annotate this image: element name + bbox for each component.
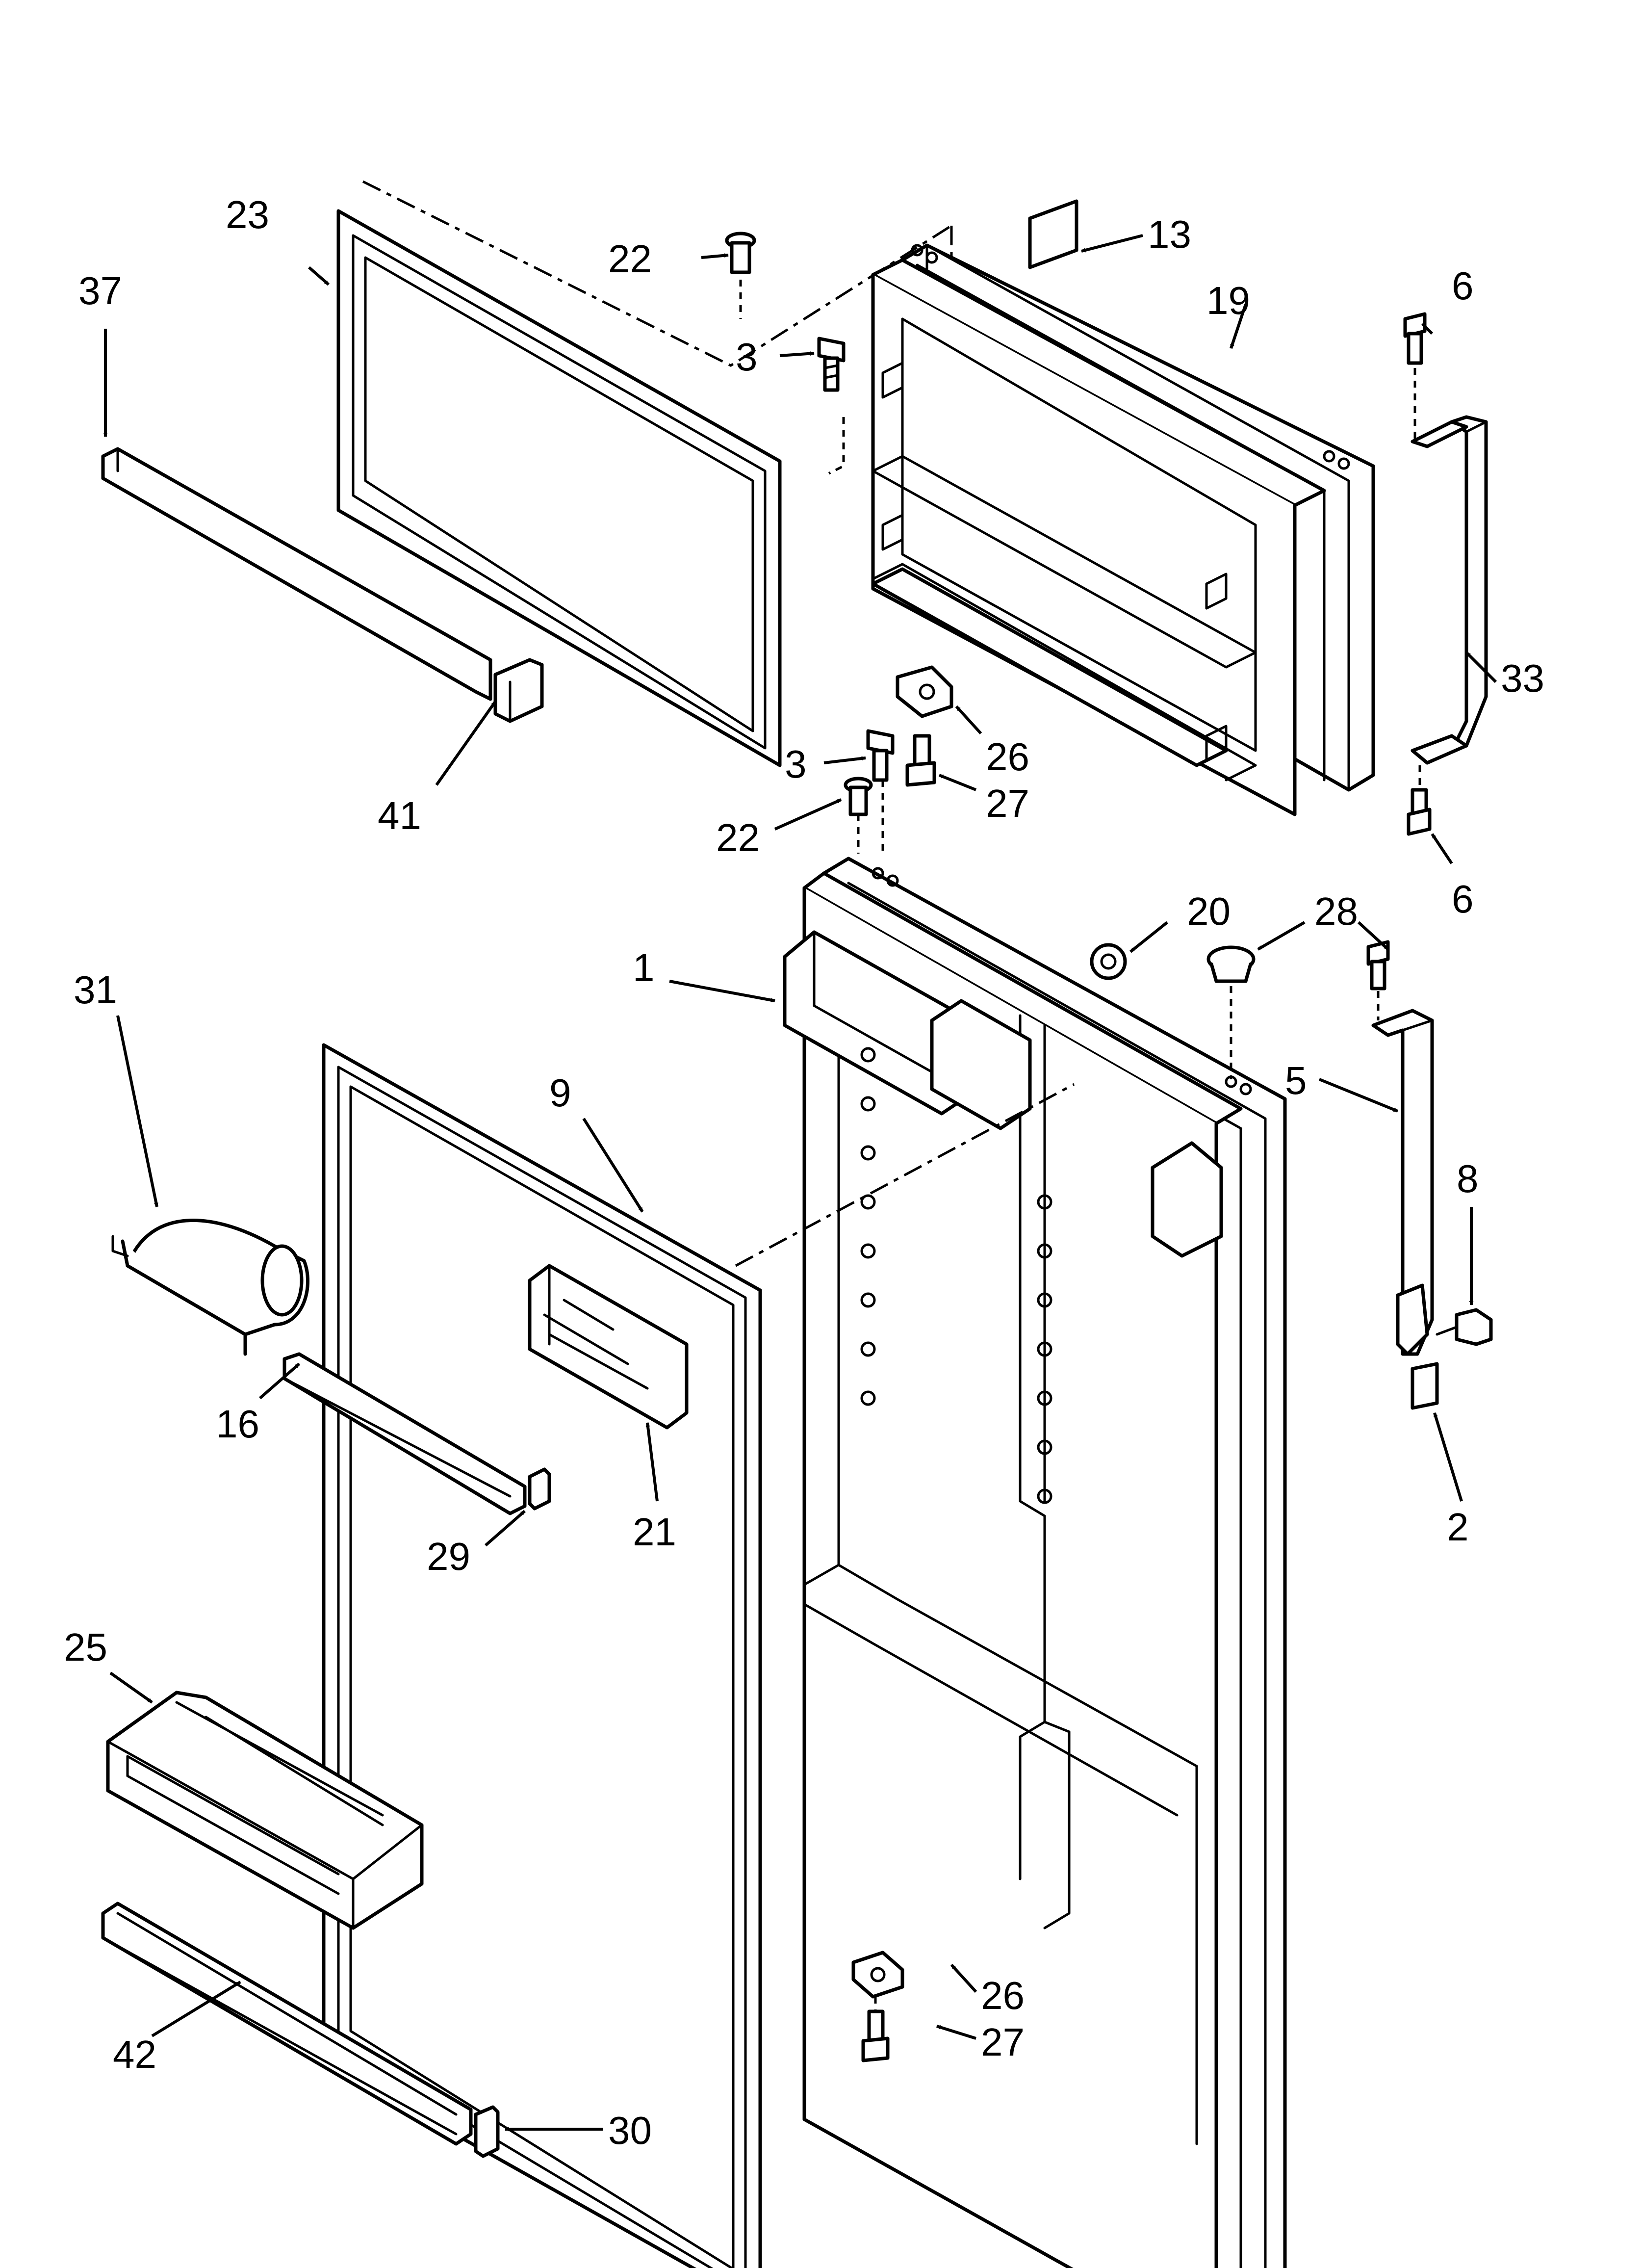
freezer-door-gasket [336, 209, 782, 767]
callout-23: 23 [226, 193, 269, 236]
callout-3-lower: 3 [785, 742, 807, 786]
callout-26-upper: 26 [986, 735, 1029, 779]
door-stop-pin-upper [725, 232, 756, 274]
refrigerator-door [783, 857, 1287, 2268]
shelf-trim-end-cap [528, 1467, 551, 1511]
door-bin-trim [101, 1902, 473, 2146]
leader-lines [103, 234, 1497, 2132]
callout-33: 33 [1501, 656, 1544, 700]
trim-end-cap [493, 658, 544, 723]
callout-2: 2 [1447, 1505, 1469, 1549]
callout-21: 21 [633, 1510, 676, 1554]
callout-28: 28 [1314, 889, 1358, 933]
callout-25: 25 [64, 1625, 107, 1669]
callout-1: 1 [633, 946, 655, 990]
refrigerator-door-handle [1366, 940, 1493, 1410]
door-shelf [528, 1264, 689, 1430]
door-hinge-bracket-lower [851, 1951, 904, 2062]
callout-9: 9 [549, 1071, 571, 1115]
callout-6-top: 6 [1452, 264, 1474, 308]
hinge-screw-lower [866, 729, 895, 782]
hole-plug [1206, 945, 1256, 1079]
callout-26-lower: 26 [981, 1974, 1025, 2017]
callout-29: 29 [427, 1535, 470, 1578]
callout-8: 8 [1457, 1157, 1479, 1200]
door-clip [1090, 943, 1127, 980]
callout-41: 41 [378, 794, 421, 837]
callout-13: 13 [1148, 212, 1191, 256]
refrigerator-alignment-line [735, 1083, 1075, 1267]
callout-19: 19 [1206, 279, 1250, 322]
callout-37: 37 [78, 269, 122, 313]
freezer-door [871, 243, 1375, 816]
callout-27-upper: 27 [986, 782, 1029, 825]
door-label [1028, 199, 1078, 269]
callout-27-lower: 27 [981, 2020, 1025, 2064]
callout-31: 31 [74, 968, 117, 1012]
freezer-door-handle [1403, 312, 1488, 836]
hinge-screw-upper [817, 337, 846, 392]
callout-labels: 13 19 22 3 6 33 6 23 37 41 26 27 3 22 20… [64, 193, 1544, 2152]
callout-42: 42 [113, 2033, 156, 2076]
door-stop-pin-lower [844, 777, 884, 854]
callout-30: 30 [608, 2109, 652, 2152]
bin-trim-end-cap [474, 2105, 500, 2158]
door-bin [106, 1691, 424, 1930]
callout-22-upper: 22 [608, 237, 652, 281]
dairy-compartment-door [111, 1219, 309, 1356]
callout-20: 20 [1187, 889, 1231, 933]
callout-3-upper: 3 [736, 335, 758, 379]
freezer-door-trim [101, 447, 492, 701]
door-hinge-bracket-upper [896, 665, 953, 787]
callout-22-lower: 22 [716, 816, 760, 860]
callout-16: 16 [216, 1402, 259, 1446]
callout-6-middle: 6 [1452, 877, 1474, 921]
callout-5: 5 [1285, 1059, 1307, 1102]
